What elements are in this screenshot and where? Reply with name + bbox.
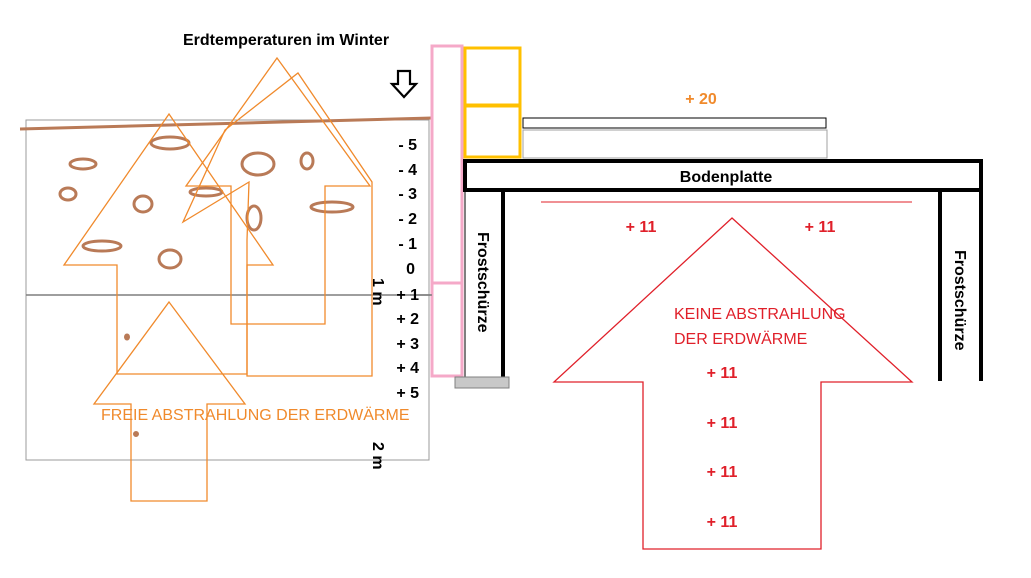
temp-value: + 11 [707,415,738,432]
stone [157,248,183,270]
wall-block-lower [463,104,522,159]
stone [81,239,123,253]
depth-marker-2m: 2 m [369,442,386,470]
temp-value: + 11 [707,514,738,531]
temp-value: + 11 [707,365,738,382]
heat-arrow-2 [62,112,275,375]
wall-column [430,44,464,378]
depth-scale-value: - 3 [398,186,417,203]
under-slab-temperatures: + 11 + 11 + 11 + 11 + 11 + 11 [626,219,836,531]
temp-value: + 11 [626,219,657,236]
heat-arrow-1 [184,56,372,325]
stone [68,157,98,171]
stone [133,431,139,437]
stone [149,135,191,151]
indoor-temperature: + 20 [685,91,717,108]
depth-scale-value: - 4 [398,162,417,179]
depth-scale-value: + 5 [396,385,419,402]
depth-scale-value: - 5 [398,137,417,154]
down-arrow-icon [389,69,419,99]
heat-arrow-3 [181,72,373,377]
soil-section [25,119,430,461]
wall-block-upper [463,46,522,107]
slab-label: Bodenplatte [680,169,773,186]
temp-value: + 11 [805,219,836,236]
depth-scale-value: + 1 [396,287,419,304]
depth-scale-value: + 2 [396,311,419,328]
depth-scale-value: - 2 [398,211,417,228]
diagram-title: Erdtemperaturen im Winter [183,32,389,49]
floor-slab [463,159,983,192]
left-caption: FREIE ABSTRAHLUNG DER ERDWÄRME [101,406,409,424]
heat-arrow-4 [92,300,247,502]
depth-scale-value: + 3 [396,336,419,353]
frost-skirt-label-right: Frostschürze [951,250,968,351]
depth-scale-value: + 4 [396,360,419,377]
stone [240,151,276,177]
stone [309,200,355,214]
stone [299,151,315,171]
stone [245,204,263,232]
footing [454,376,510,389]
right-caption-line-1: KEINE ABSTRAHLUNG [674,306,846,323]
ground-surface-line [19,116,433,131]
right-caption-line-2: DER ERDWÄRME [674,330,807,348]
heat-arrows-left [62,56,373,502]
floor-layer-screed [522,129,828,159]
stone [58,186,78,202]
frost-skirt-label-left: Frostschürze [474,232,491,333]
stone [132,194,154,214]
depth-scale-value: - 1 [398,236,417,253]
stone [124,333,130,341]
depth-scale: - 5 - 4 - 3 - 2 - 1 0 + 1 + 2 + 3 + 4 + … [396,137,419,402]
depth-scale-value: 0 [406,261,415,278]
temp-value: + 11 [707,464,738,481]
heat-arrow-retained [552,217,914,550]
floor-layer-top [522,117,827,129]
depth-marker-1m: 1 m [369,278,386,306]
